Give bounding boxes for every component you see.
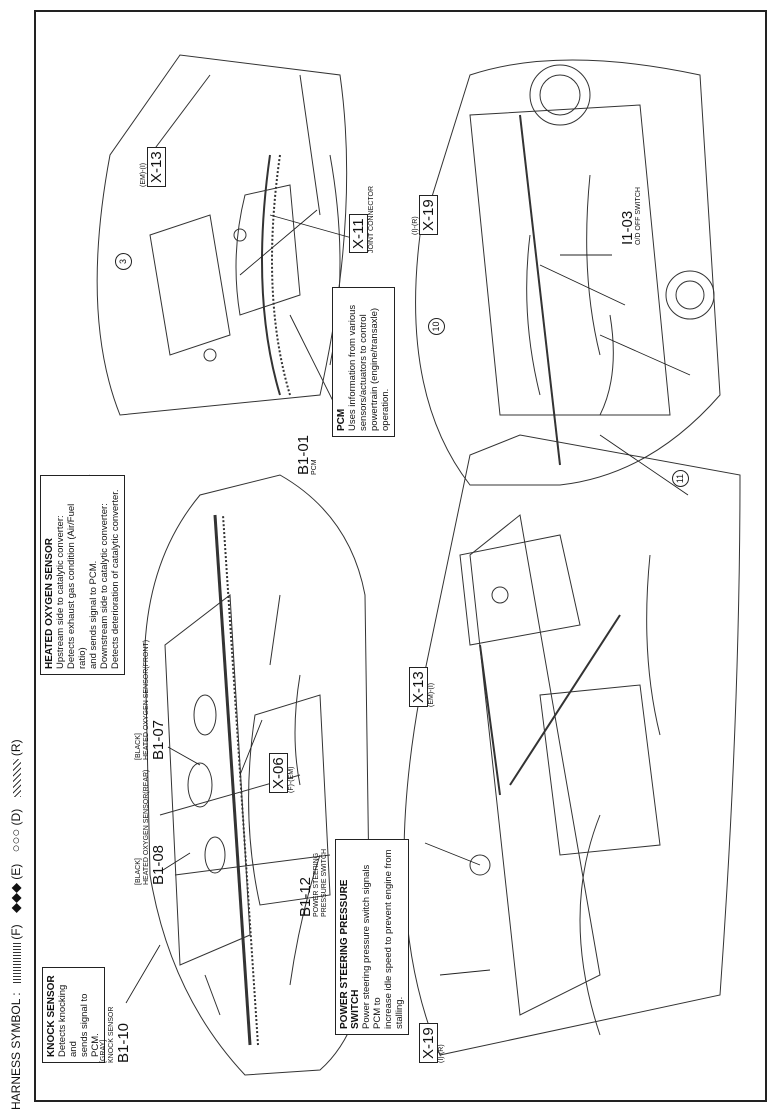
connector-code: B1-07	[150, 719, 167, 760]
callout-11: 11	[672, 470, 689, 487]
callout-10: 10	[428, 318, 445, 335]
harness-symbol-label: HARNESS SYMBOL :	[9, 992, 23, 1110]
pattern-f-icon	[12, 943, 21, 984]
connector-desc: PRESSURE SWITCH	[321, 848, 328, 917]
connector-code: I1-03	[619, 210, 636, 245]
connector-desc: O/D OFF SWITCH	[635, 187, 642, 245]
connector-code: B1-12	[297, 876, 314, 917]
connector-code: X-13	[409, 667, 428, 707]
callout-3: 3	[115, 253, 132, 270]
connector-b1-12: B1-12 POWER STEERING PRESSURE SWITCH	[297, 848, 329, 917]
connector-i1-03: I1-03 O/D OFF SWITCH	[619, 187, 643, 245]
symbol-code-d: (D)	[9, 808, 23, 826]
heated-oxygen-title: HEATED OXYGEN SENSOR	[44, 538, 55, 669]
power-steering-info-box: POWER STEERING PRESSURE SWITCH Power ste…	[335, 839, 409, 1035]
pcm-bay-drawing	[96, 54, 348, 416]
knock-sensor-line: sends signal to PCM.	[79, 993, 101, 1057]
connector-code: B1-01	[295, 434, 312, 475]
connector-x-13-top: (EM)-(I) X-13	[140, 147, 166, 187]
connector-desc: POWER STEERING	[313, 852, 320, 917]
dashboard-drawing-top	[415, 59, 721, 486]
connector-code: B1-10	[115, 1022, 132, 1063]
heated-oxygen-line: Detects exhaust gas condition (Air/Fuel …	[66, 503, 88, 669]
harness-symbol-legend: HARNESS SYMBOL : (F) ◆◆◆ (E) ○○○ (D) (R)	[8, 739, 24, 1110]
pcm-info-box: PCM Uses information from various sensor…	[332, 287, 395, 437]
connector-desc: JOINT CONNECTOR	[368, 185, 375, 253]
symbol-code-f: (F)	[9, 924, 23, 940]
connector-sub: (EM)-(I)	[428, 682, 435, 707]
pattern-d-icon: ○○○	[8, 828, 23, 853]
symbol-code-e: (E)	[9, 863, 23, 880]
connector-x-06: X-06 (F)-(EM)	[269, 753, 296, 793]
connector-sub: (I)-(R)	[438, 1044, 445, 1063]
connector-color: [GRAY]	[100, 1039, 107, 1063]
connector-code: X-19	[419, 1023, 438, 1063]
connector-color: [BLACK]	[135, 858, 142, 885]
connector-desc: PCM	[311, 459, 318, 475]
knock-sensor-title: KNOCK SENSOR	[46, 975, 57, 1057]
heated-oxygen-sensor-info-box: HEATED OXYGEN SENSOR Upstream side to ca…	[40, 475, 125, 675]
power-steering-line: Power steering pressure switch signals P…	[361, 864, 383, 1029]
diagram-frame	[34, 10, 767, 1102]
pattern-r-icon	[12, 759, 21, 798]
knock-sensor-line: Detects knocking and	[57, 984, 79, 1057]
heated-oxygen-line: Downstream side to catalytic converter:	[99, 503, 110, 669]
connector-x-13-bottom: X-13 (EM)-(I)	[409, 667, 436, 707]
leader-lines	[125, 209, 691, 1004]
connector-b1-07: [BLACK] HEATED OXYGEN SENSOR(FRONT) B1-0…	[135, 640, 167, 760]
symbol-code-r: (R)	[9, 739, 23, 757]
connector-code: X-11	[349, 214, 368, 253]
heated-oxygen-line: Upstream side to catalytic converter:	[55, 515, 66, 669]
pcm-line: operation.	[380, 388, 391, 431]
heated-oxygen-line: and sends signal to PCM.	[88, 560, 99, 669]
connector-color: [BLACK]	[135, 733, 142, 760]
connector-x-19-bottom: X-19 (I)-(R)	[419, 1023, 446, 1063]
knock-sensor-info-box: KNOCK SENSOR Detects knocking and sends …	[42, 967, 105, 1063]
connector-code: X-13	[147, 147, 166, 187]
pcm-line: sensors/actuators to control	[358, 314, 369, 431]
heated-oxygen-line: Detects deterioration of catalytic conve…	[110, 489, 121, 669]
pcm-line: powertrain (engine/transaxle)	[369, 307, 380, 431]
connector-b1-08: [BLACK] HEATED OXYGEN SENSOR(REAR) B1-08	[135, 770, 167, 885]
connector-x-11: X-11 JOINT CONNECTOR	[349, 185, 376, 253]
connector-sub: (F)-(EM)	[288, 766, 295, 793]
connector-x-19-top: (I)-(R) X-19	[412, 195, 438, 235]
pattern-e-icon: ◆◆◆	[8, 883, 23, 914]
connector-code: X-19	[419, 195, 438, 235]
connector-b1-10: [GRAY] KNOCK SENSOR B1-10	[100, 1007, 132, 1063]
power-steering-line: increase idle speed to prevent engine fr…	[383, 849, 394, 1029]
pcm-title: PCM	[336, 408, 347, 431]
connector-b1-01: B1-01 PCM	[295, 434, 319, 475]
connector-code: X-06	[269, 753, 288, 793]
power-steering-title: POWER STEERING PRESSURE SWITCH	[339, 879, 361, 1029]
dashboard-drawing-bottom	[403, 434, 741, 1056]
power-steering-line: stalling.	[394, 996, 405, 1029]
pcm-line: Uses information from various	[347, 304, 358, 431]
connector-code: B1-08	[150, 844, 167, 885]
